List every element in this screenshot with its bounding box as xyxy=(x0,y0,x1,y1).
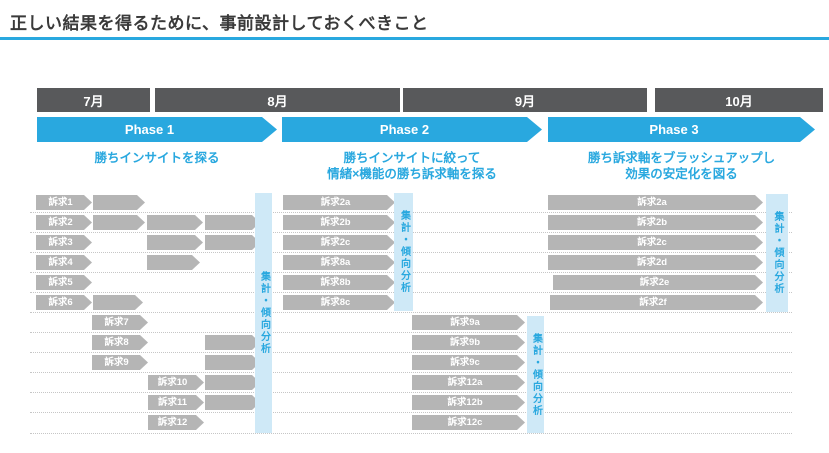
gantt-bar: 訴求3 xyxy=(36,235,92,250)
gantt-bar: 訴求4 xyxy=(36,255,92,270)
phase-description-2: 勝ちインサイトに絞って 情緒×機能の勝ち訴求軸を探る xyxy=(327,151,497,181)
gantt-bar xyxy=(205,375,260,390)
gantt-bar xyxy=(205,235,260,250)
gantt-bar-label: 訴求2f xyxy=(639,297,667,308)
gantt-bar xyxy=(93,195,145,210)
grid-line xyxy=(30,392,792,393)
analysis-bar-label: 集計・傾向分析 xyxy=(258,271,270,355)
gantt-bar: 訴求2b xyxy=(548,215,763,230)
gantt-bar: 訴求9c xyxy=(412,355,525,370)
gantt-bar: 訴求2e xyxy=(553,275,763,290)
gantt-bar-label: 訴求2 xyxy=(48,217,73,228)
page-title: 正しい結果を得るために、事前設計しておくべきこと xyxy=(10,14,429,33)
gantt-bar-label: 訴求2a xyxy=(320,197,351,208)
grid-line xyxy=(30,412,792,413)
gantt-bar: 訴求11 xyxy=(148,395,204,410)
gantt-bar xyxy=(205,215,260,230)
gantt-bar: 訴求2c xyxy=(283,235,395,250)
gantt-bar: 訴求2a xyxy=(548,195,763,210)
gantt-bar-label: 訴求12 xyxy=(157,417,188,428)
gantt-bar-label: 訴求11 xyxy=(157,397,188,408)
gantt-bar: 訴求7 xyxy=(92,315,148,330)
gantt-bar xyxy=(93,215,145,230)
gantt-bar: 訴求12b xyxy=(412,395,525,410)
gantt-bar-label: 訴求6 xyxy=(48,297,73,308)
gantt-bar: 訴求8 xyxy=(92,335,148,350)
gantt-bar-label: 訴求2d xyxy=(636,257,668,268)
grid-line xyxy=(30,433,792,434)
month-header-1: 7月 xyxy=(37,88,150,112)
gantt-bar-label: 訴求8a xyxy=(320,257,351,268)
analysis-bar-label: 集計・傾向分析 xyxy=(398,210,410,294)
grid-line xyxy=(30,372,792,373)
gantt-bar: 訴求2c xyxy=(548,235,763,250)
phase-arrow-2: Phase 2 xyxy=(282,117,542,142)
gantt-bar-label: 訴求8c xyxy=(320,297,351,308)
grid-line xyxy=(30,352,792,353)
gantt-bar-label: 訴求12c xyxy=(447,417,483,428)
title-underline xyxy=(0,37,829,40)
gantt-bar: 訴求9b xyxy=(412,335,525,350)
gantt-bar-label: 訴求5 xyxy=(48,277,73,288)
analysis-bar-label: 集計・傾向分析 xyxy=(530,332,542,417)
gantt-bar-label: 訴求3 xyxy=(48,237,73,248)
gantt-bar-label: 訴求2b xyxy=(636,217,668,228)
gantt-bar-label: 訴求2e xyxy=(639,277,670,288)
gantt-bar-label: 訴求12b xyxy=(447,397,483,408)
gantt-bar xyxy=(205,395,260,410)
gantt-bar: 訴求2f xyxy=(550,295,763,310)
gantt-bar: 訴求8a xyxy=(283,255,395,270)
gantt-bar-label: 訴求2c xyxy=(637,237,667,248)
gantt-bar: 訴求9 xyxy=(92,355,148,370)
analysis-bar: 集計・傾向分析 xyxy=(255,193,272,433)
month-header-4: 10月 xyxy=(655,88,823,112)
gantt-bar: 訴求8c xyxy=(283,295,395,310)
month-header-2: 8月 xyxy=(155,88,400,112)
phase-arrow-3: Phase 3 xyxy=(548,117,815,142)
gantt-bar-label: 訴求8b xyxy=(320,277,351,288)
phase-description-1: 勝ちインサイトを探る xyxy=(94,151,220,165)
gantt-bar xyxy=(205,335,260,350)
gantt-bar: 訴求2d xyxy=(548,255,763,270)
analysis-bar: 集計・傾向分析 xyxy=(527,316,544,433)
gantt-bar-label: 訴求4 xyxy=(48,257,73,268)
gantt-bar-label: 訴求9c xyxy=(450,357,480,368)
gantt-bar: 訴求9a xyxy=(412,315,525,330)
analysis-bar-label: 集計・傾向分析 xyxy=(772,211,783,295)
gantt-bar: 訴求2 xyxy=(36,215,92,230)
gantt-bar-label: 訴求7 xyxy=(104,317,129,328)
gantt-bar xyxy=(205,355,260,370)
gantt-bar xyxy=(147,215,203,230)
grid-line xyxy=(30,332,792,333)
gantt-bar-label: 訴求9 xyxy=(104,357,129,368)
gantt-bar-label: 訴求1 xyxy=(48,197,73,208)
phase-arrow-1: Phase 1 xyxy=(37,117,277,142)
gantt-bar: 訴求5 xyxy=(36,275,92,290)
gantt-bar xyxy=(147,235,203,250)
analysis-bar: 集計・傾向分析 xyxy=(766,194,788,312)
gantt-bar-label: 訴求9a xyxy=(450,317,480,328)
gantt-bar-label: 訴求8 xyxy=(104,337,129,348)
gantt-bar-label: 訴求10 xyxy=(157,377,188,388)
gantt-bar: 訴求6 xyxy=(36,295,92,310)
gantt-bar: 訴求10 xyxy=(148,375,204,390)
gantt-bar: 訴求12a xyxy=(412,375,525,390)
gantt-bar xyxy=(147,255,200,270)
grid-line xyxy=(30,312,792,313)
phase-description-3: 勝ち訴求軸をブラッシュアップし 効果の安定化を図る xyxy=(587,151,776,181)
gantt-bar: 訴求8b xyxy=(283,275,395,290)
gantt-bar: 訴求12 xyxy=(148,415,204,430)
gantt-bar: 訴求2a xyxy=(283,195,395,210)
gantt-bar-label: 訴求9b xyxy=(449,337,481,348)
gantt-bar: 訴求2b xyxy=(283,215,395,230)
gantt-bar: 訴求12c xyxy=(412,415,525,430)
analysis-bar: 集計・傾向分析 xyxy=(394,193,413,311)
gantt-bar: 訴求1 xyxy=(36,195,92,210)
gantt-bar-label: 訴求2c xyxy=(320,237,351,248)
gantt-bar-label: 訴求2b xyxy=(320,217,351,228)
month-header-3: 9月 xyxy=(403,88,647,112)
gantt-bar-label: 訴求12a xyxy=(447,377,483,388)
gantt-bar xyxy=(93,295,143,310)
gantt-bar-label: 訴求2a xyxy=(637,197,667,208)
